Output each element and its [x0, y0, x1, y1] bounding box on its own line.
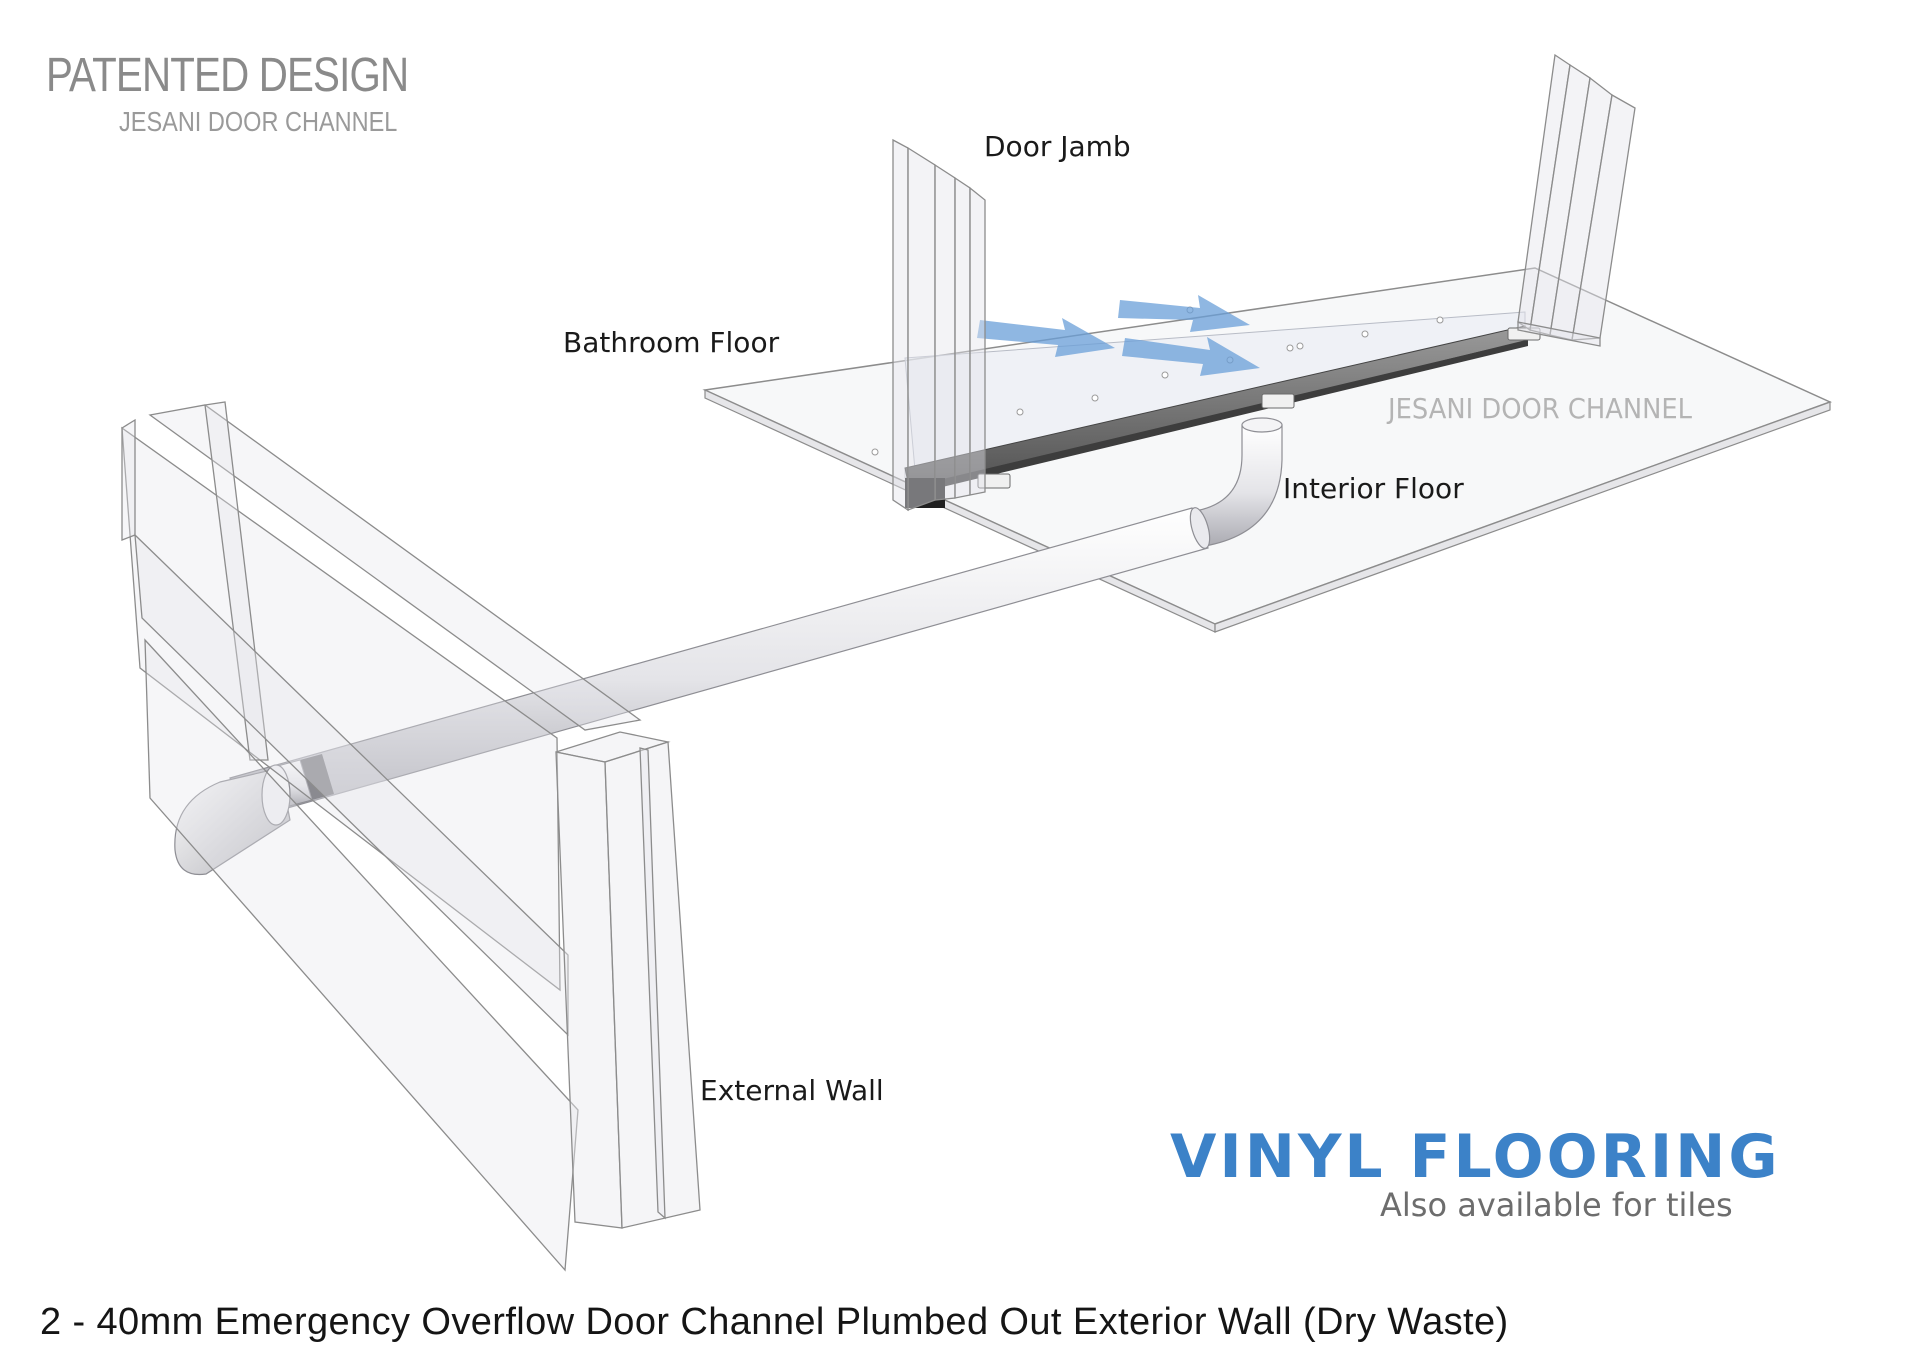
wall-column	[556, 732, 700, 1228]
brand-subtitle: JESANI DOOR CHANNEL	[119, 106, 397, 138]
caption: 2 - 40mm Emergency Overflow Door Channel…	[40, 1301, 1509, 1344]
door-jamb-right	[1518, 55, 1635, 346]
door-jamb-left	[893, 140, 985, 510]
subheadline: Also available for tiles	[1380, 1186, 1733, 1224]
label-external-wall: External Wall	[700, 1074, 884, 1107]
label-door-jamb: Door Jamb	[984, 130, 1131, 163]
label-bathroom-floor: Bathroom Floor	[563, 326, 779, 359]
brand-title: PATENTED DESIGN	[46, 48, 408, 103]
label-interior-floor: Interior Floor	[1283, 472, 1464, 505]
headline: VINYL FLOORING	[1170, 1122, 1781, 1192]
product-watermark: JESANI DOOR CHANNEL	[1388, 392, 1692, 425]
